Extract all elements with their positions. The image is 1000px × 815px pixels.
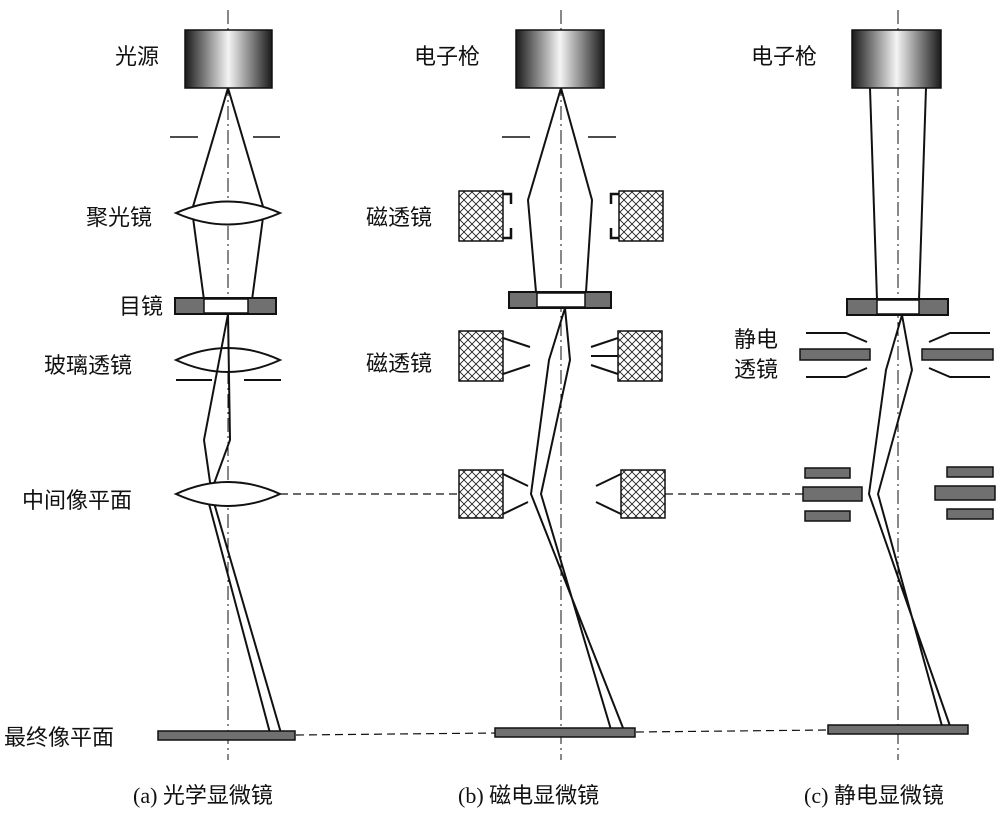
electrostatic-ray-bundle-lower	[867, 314, 951, 727]
electron-gun-c	[851, 29, 942, 89]
electrostatic-beam-upper	[869, 87, 927, 301]
caption-a-prefix: (a)	[133, 783, 158, 808]
electrostatic-microscope-column	[799, 10, 996, 760]
label-light-source: 光源	[115, 45, 160, 70]
optical-microscope-column	[157, 10, 296, 760]
label-magnetic-lens-2: 磁透镜	[366, 352, 433, 377]
label-electrostatic-lens-line1: 静电	[734, 328, 779, 353]
caption-b: (b) 磁电显微镜	[458, 783, 599, 810]
label-electron-gun-b: 电子枪	[414, 45, 481, 70]
magnetic-ray-bundle-lower	[529, 307, 626, 734]
final-plane-plate-b	[494, 727, 636, 738]
objective-plate-c	[846, 298, 949, 316]
caption-c: (c) 静电显微镜	[804, 783, 944, 810]
light-source-block	[184, 29, 273, 89]
label-intermediate-plane: 中间像平面	[22, 489, 133, 514]
intermediate-lens	[173, 481, 283, 507]
electrostatic-lens-left	[799, 332, 871, 378]
magnetic-lens-3-left	[458, 469, 529, 519]
label-final-plane: 最终像平面	[4, 726, 115, 751]
caption-c-text: 静电显微镜	[833, 784, 944, 809]
objective-plate-b	[508, 291, 612, 309]
caption-a: (a) 光学显微镜	[133, 783, 273, 810]
magnetic-lens-2-left	[458, 330, 531, 382]
caption-b-prefix: (b)	[458, 783, 484, 808]
final-plane-plate-c	[827, 724, 969, 735]
magnetic-lens-3-right	[595, 469, 666, 519]
magnetic-lens-1-left	[458, 190, 513, 242]
condenser-lens	[173, 200, 283, 226]
final-plane-guide	[295, 729, 829, 736]
caption-b-text: 磁电显微镜	[489, 784, 600, 809]
electrostatic-lens-2-right	[934, 466, 996, 520]
label-electron-gun-c: 电子枪	[751, 45, 818, 70]
label-magnetic-lens-1: 磁透镜	[366, 206, 433, 231]
electron-gun-b	[515, 29, 605, 89]
label-electrostatic-lens-line2: 透镜	[734, 358, 779, 383]
magnetic-lens-2-right	[590, 330, 663, 382]
caption-a-text: 光学显微镜	[162, 784, 273, 809]
optical-ray-bundle-lower	[202, 313, 282, 734]
electrostatic-lens-right	[921, 332, 994, 378]
label-condenser: 聚光镜	[86, 206, 153, 231]
magnetic-microscope-column	[458, 10, 666, 760]
label-objective: 目镜	[119, 295, 164, 320]
electrostatic-lens-2-left	[802, 467, 863, 522]
magnetic-ray-bundle-upper	[526, 87, 594, 293]
label-glass-lens: 玻璃透镜	[44, 354, 133, 379]
final-plane-plate-a	[157, 730, 296, 741]
magnetic-lens-1-right	[609, 190, 664, 242]
caption-c-prefix: (c)	[804, 783, 829, 808]
objective-plate-a	[174, 297, 277, 315]
